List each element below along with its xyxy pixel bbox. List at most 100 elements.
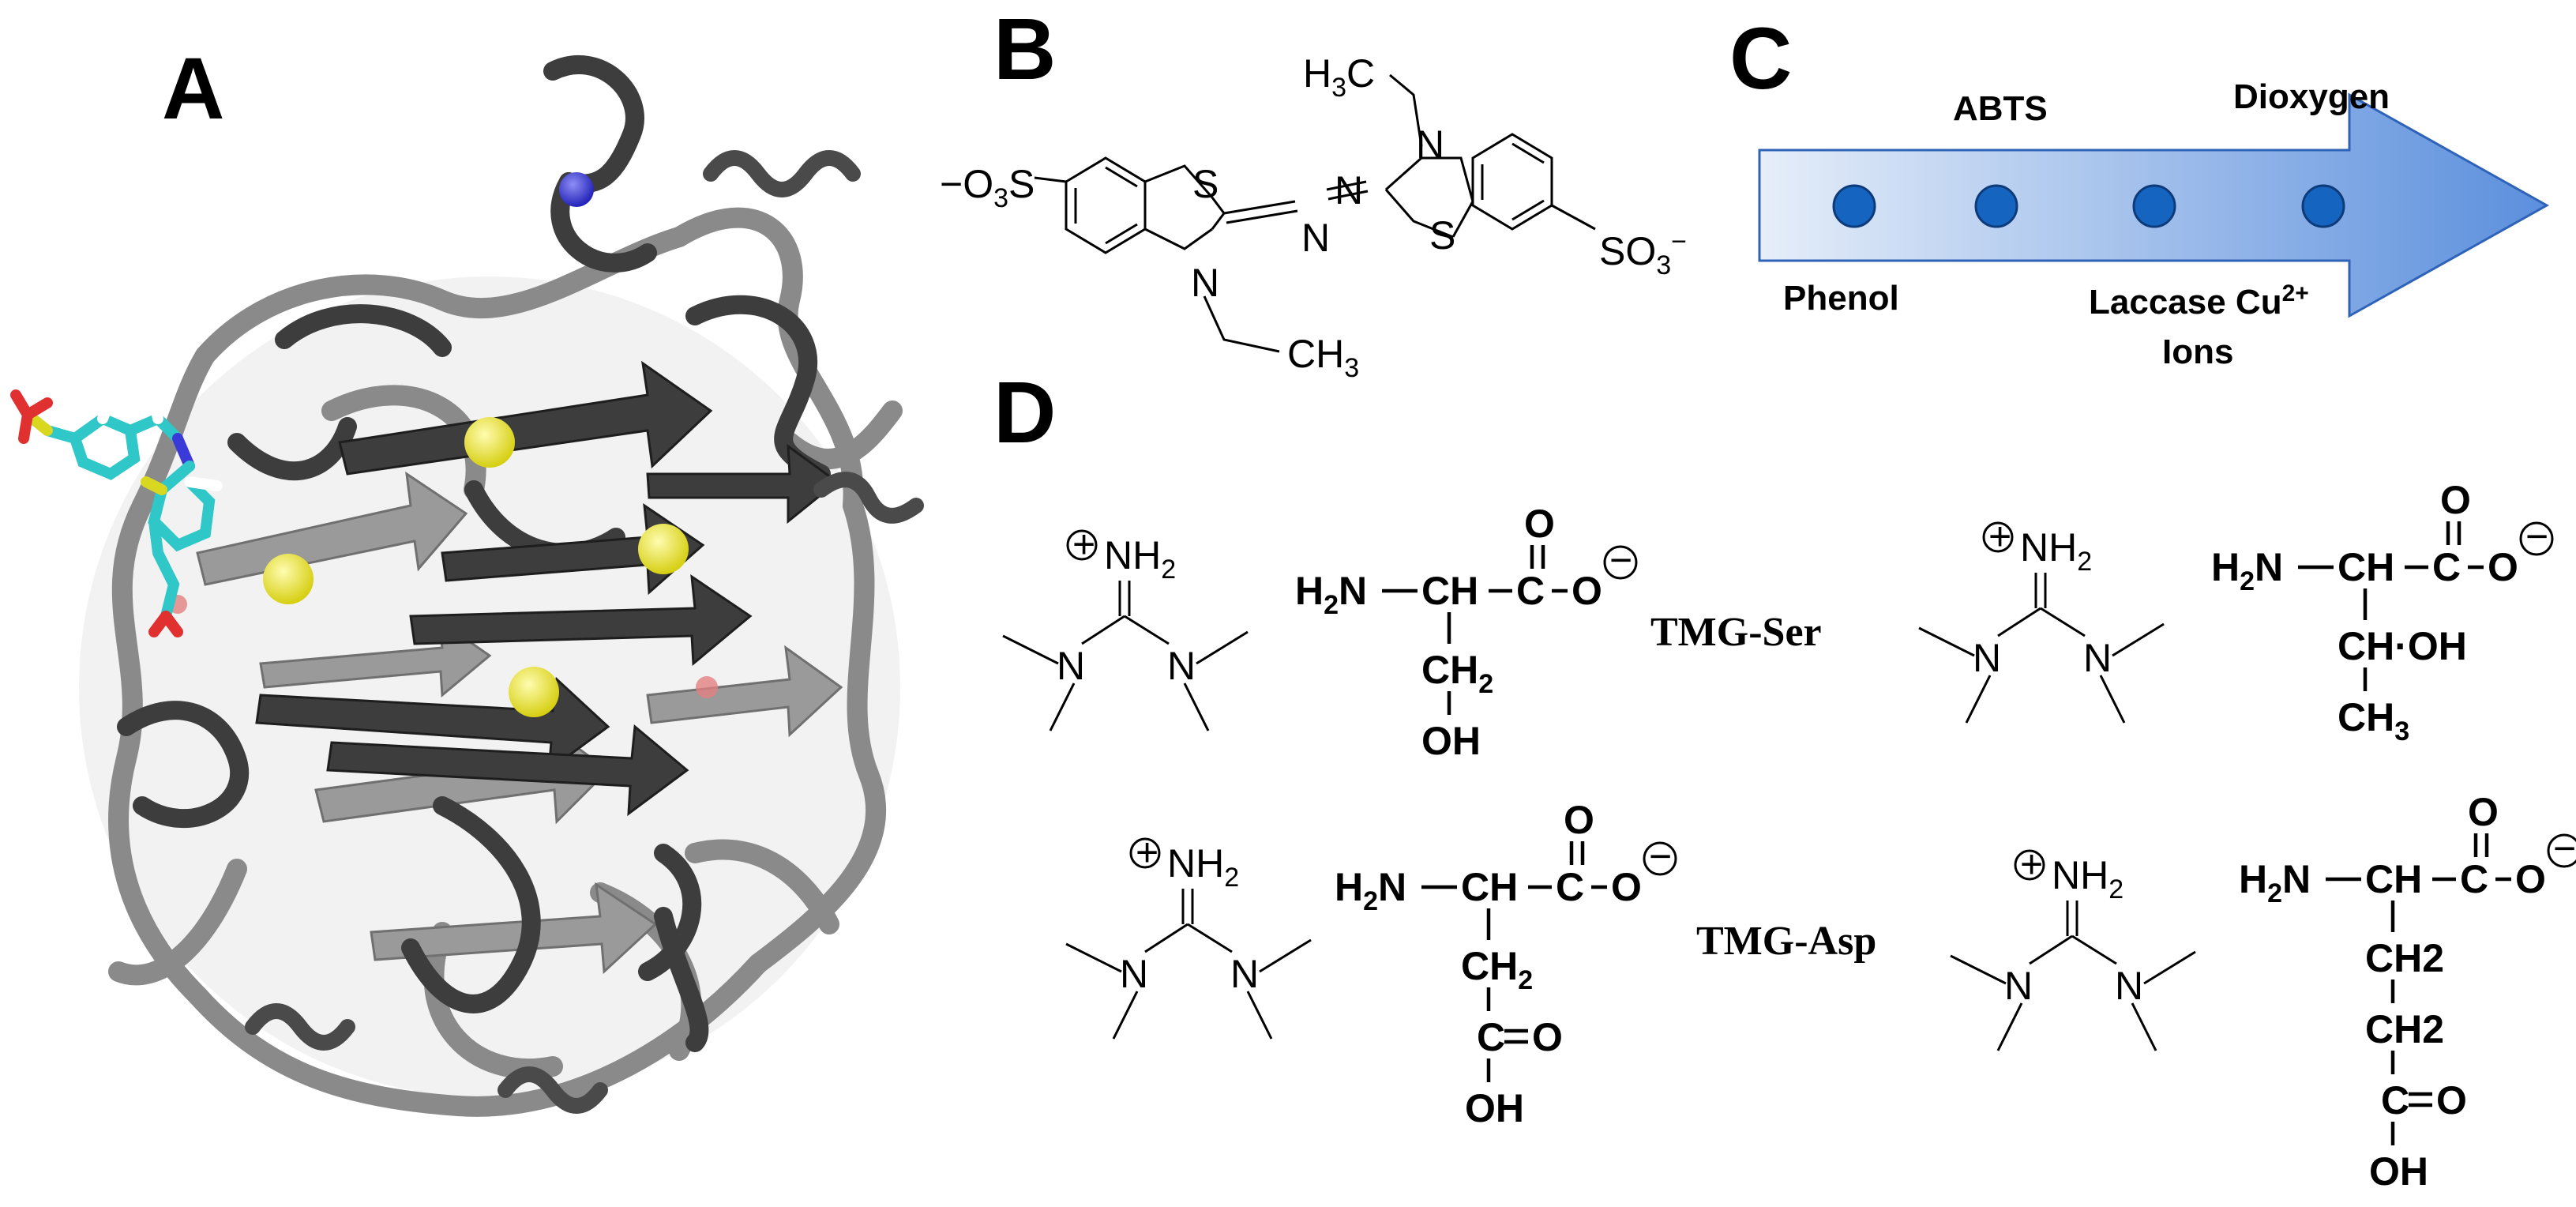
svg-text:C: C bbox=[2460, 857, 2488, 901]
svg-text:−O3S: −O3S bbox=[940, 162, 1035, 213]
svg-text:OH: OH bbox=[2369, 1149, 2428, 1194]
svg-text:−: − bbox=[1649, 834, 1672, 878]
svg-text:H2N: H2N bbox=[1335, 865, 1406, 916]
label-abts: ABTS bbox=[1953, 89, 2048, 128]
svg-text:N: N bbox=[1973, 636, 2001, 680]
svg-text:−: − bbox=[1609, 538, 1632, 582]
svg-text:O: O bbox=[2440, 478, 2471, 522]
svg-text:H2N: H2N bbox=[1295, 569, 1367, 620]
svg-text:NH2: NH2 bbox=[2020, 525, 2092, 577]
panel-letter-c: C bbox=[1729, 10, 1792, 107]
svg-text:NH2: NH2 bbox=[1104, 533, 1176, 585]
abts-ethyl-bottom: CH bbox=[1287, 332, 1344, 376]
tmg-cation-thr: + NH2 N N bbox=[1918, 514, 2165, 724]
svg-text:CH3: CH3 bbox=[1287, 332, 1359, 383]
svg-text:H3C: H3C bbox=[1303, 51, 1375, 103]
svg-text:O: O bbox=[2515, 857, 2546, 901]
svg-text:NH2: NH2 bbox=[1167, 841, 1239, 893]
glutamate-anion: H2N CH C O O − CH2 CH2 C O OH bbox=[2239, 790, 2576, 1194]
abts-azo-n1: N bbox=[1301, 216, 1330, 260]
abts-ethyl-top: H bbox=[1303, 51, 1331, 96]
svg-text:CH: CH bbox=[2338, 545, 2394, 589]
svg-text:NH2: NH2 bbox=[2052, 853, 2124, 904]
svg-text:SO3−: SO3− bbox=[1599, 227, 1687, 280]
tmg-cation-ser: + NH2 N N bbox=[1002, 522, 1249, 731]
svg-text:CH: CH bbox=[2365, 857, 2422, 901]
abts-s-right: S bbox=[1429, 213, 1455, 258]
svg-text:C: C bbox=[1516, 569, 1545, 613]
svg-text:CH·OH: CH·OH bbox=[2338, 624, 2467, 668]
label-tmg-ser: TMG-Ser bbox=[1650, 610, 1822, 655]
label-dioxygen: Dioxygen bbox=[2233, 77, 2390, 116]
svg-text:OH: OH bbox=[1465, 1086, 1524, 1130]
svg-text:N: N bbox=[2004, 964, 2033, 1008]
panel-letter-a: A bbox=[162, 40, 224, 137]
svg-text:CH2: CH2 bbox=[2365, 936, 2444, 980]
panel-b: B −O3S bbox=[940, 1, 1687, 383]
svg-text:−: − bbox=[2525, 514, 2548, 558]
label-phenol: Phenol bbox=[1783, 279, 1899, 318]
stage-dot bbox=[1974, 184, 2018, 228]
svg-text:+: + bbox=[2020, 842, 2043, 886]
label-tmg-asp: TMG-Asp bbox=[1696, 919, 1876, 964]
copper-ion bbox=[509, 667, 559, 717]
panel-letter-b: B bbox=[993, 1, 1056, 98]
threonine-anion: H2N CH C O O − CH·OH CH3 bbox=[2211, 478, 2554, 746]
stage-dot bbox=[2301, 184, 2345, 228]
svg-text:+: + bbox=[1072, 522, 1095, 566]
svg-text:O: O bbox=[1572, 569, 1602, 613]
aspartate-anion: H2N CH C O O − CH2 C O OH bbox=[1335, 798, 1677, 1130]
svg-text:C: C bbox=[2381, 1078, 2409, 1122]
svg-text:N: N bbox=[2083, 636, 2112, 680]
stage-dot bbox=[1832, 184, 1876, 228]
abts-structure: −O3S S N N N N S H3C CH3 SO3− bbox=[940, 51, 1687, 383]
blue-atom bbox=[559, 172, 594, 207]
svg-text:CH2: CH2 bbox=[1461, 944, 1533, 995]
svg-text:O: O bbox=[1564, 798, 1594, 842]
svg-text:C: C bbox=[2432, 545, 2461, 589]
panel-d: D + NH2 N N H2N CH C O O − CH2 bbox=[993, 364, 2576, 1194]
abts-azo-n2: N bbox=[1335, 168, 1363, 212]
copper-ion bbox=[638, 524, 689, 574]
svg-text:CH2: CH2 bbox=[1421, 648, 1493, 699]
svg-text:H2N: H2N bbox=[2239, 857, 2311, 908]
panel-c: C ABTS Dioxygen Phenol Laccase Cu2+ Ions bbox=[1729, 10, 2550, 371]
svg-text:−: − bbox=[2553, 826, 2576, 870]
svg-text:O: O bbox=[1524, 502, 1555, 546]
svg-text:CH3: CH3 bbox=[2338, 695, 2409, 746]
copper-ion bbox=[464, 417, 515, 468]
svg-text:O: O bbox=[2436, 1078, 2467, 1122]
copper-ion bbox=[263, 554, 314, 604]
label-ions: Ions bbox=[2162, 333, 2233, 371]
svg-text:N: N bbox=[2115, 964, 2143, 1008]
svg-text:O: O bbox=[2488, 545, 2518, 589]
svg-text:H2N: H2N bbox=[2211, 545, 2283, 596]
abts-n-right: N bbox=[1416, 122, 1444, 167]
serine-anion: H2N CH C O O − CH2 OH bbox=[1295, 502, 1638, 763]
svg-text:N: N bbox=[1230, 952, 1259, 996]
svg-text:C: C bbox=[1556, 865, 1584, 909]
svg-text:CH2: CH2 bbox=[2365, 1007, 2444, 1051]
abts-left-group: −O bbox=[940, 162, 993, 206]
svg-text:C: C bbox=[1477, 1015, 1505, 1059]
svg-text:O: O bbox=[2468, 790, 2499, 834]
svg-text:N: N bbox=[1057, 644, 1085, 688]
svg-text:CH: CH bbox=[1421, 569, 1478, 613]
panel-a: A bbox=[10, 40, 924, 1117]
svg-text:+: + bbox=[1136, 830, 1158, 874]
protein-ribbon bbox=[79, 55, 924, 1117]
svg-text:N: N bbox=[1167, 644, 1196, 688]
abts-n-left: N bbox=[1191, 261, 1219, 305]
abts-ligand bbox=[10, 389, 223, 637]
svg-text:O: O bbox=[1532, 1015, 1563, 1059]
svg-text:O: O bbox=[1611, 865, 1642, 909]
svg-text:Laccase Cu2+: Laccase Cu2+ bbox=[2089, 280, 2309, 321]
svg-text:N: N bbox=[1120, 952, 1148, 996]
abts-right-group: SO bbox=[1599, 229, 1656, 273]
stage-dot bbox=[2132, 184, 2176, 228]
panel-letter-d: D bbox=[993, 364, 1056, 461]
svg-text:+: + bbox=[1988, 514, 2011, 558]
tmg-cation-asp: + NH2 N N bbox=[1065, 830, 1312, 1040]
svg-text:CH: CH bbox=[1461, 865, 1518, 909]
